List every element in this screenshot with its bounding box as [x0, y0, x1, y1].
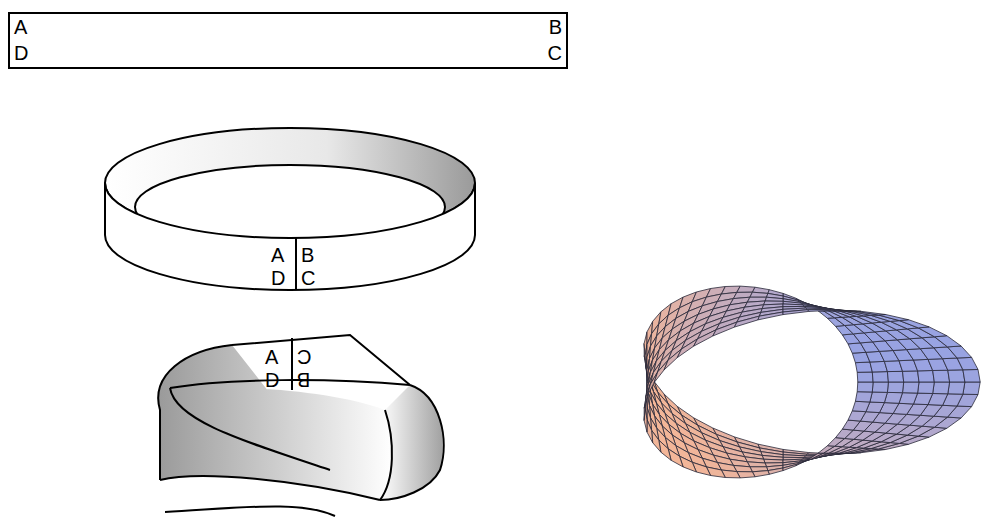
mesh-cell	[664, 349, 681, 370]
mesh-cell	[713, 322, 737, 336]
mesh-cell	[694, 330, 717, 347]
mesh-cell	[948, 346, 972, 358]
mesh-cell	[737, 286, 755, 292]
mesh-cell	[857, 382, 873, 392]
mesh-cell	[758, 312, 783, 320]
corner-letter: A	[265, 347, 278, 367]
mesh-cell	[654, 360, 668, 383]
mesh-cell	[872, 382, 888, 392]
mesh-cell	[935, 336, 962, 347]
mesh-cell	[783, 310, 809, 315]
mesh-cell	[856, 311, 886, 315]
mesh-cell	[652, 430, 661, 452]
mesh-cell	[948, 370, 965, 382]
mesh-cell	[647, 420, 653, 443]
mesh-cell	[887, 382, 903, 393]
mesh-cell	[857, 372, 873, 382]
mesh-cell	[918, 371, 935, 383]
mesh-cell	[933, 382, 950, 394]
paper-strip: AD BC	[8, 12, 568, 69]
moebius-surface	[644, 286, 980, 478]
corner-letter: B	[301, 245, 314, 265]
mesh-cell	[855, 362, 872, 372]
mesh-cell	[963, 370, 980, 383]
mesh-cell	[808, 453, 824, 460]
mesh-cell	[963, 382, 980, 395]
corner-letter: D	[14, 43, 28, 63]
mesh-cell	[832, 310, 861, 312]
ring-band	[105, 128, 475, 290]
mesh-cell	[903, 371, 920, 382]
corner-letter: B	[297, 370, 310, 390]
corner-letter: C	[301, 268, 315, 288]
corner-letter: A	[271, 245, 284, 265]
corner-letter: C	[297, 347, 311, 367]
mesh-cell	[852, 401, 870, 411]
corner-letter: C	[548, 43, 562, 63]
mesh-cell	[918, 382, 935, 394]
mesh-cell	[747, 462, 766, 467]
mesh-cell	[768, 468, 783, 474]
mesh-cell	[734, 316, 759, 327]
mesh-cell	[807, 310, 835, 312]
corner-letter: D	[271, 268, 285, 288]
mesh-cell	[848, 411, 866, 421]
corner-letter: A	[14, 17, 27, 37]
mesh-cell	[948, 382, 965, 394]
corner-letter: B	[549, 17, 562, 37]
mesh-cell	[750, 292, 768, 297]
mesh-cell	[918, 327, 947, 337]
moebius-sketch	[158, 335, 443, 516]
mesh-cell	[677, 339, 697, 358]
mesh-cell	[818, 446, 835, 454]
mesh-cell	[903, 382, 920, 393]
mesh-cell	[887, 371, 903, 382]
mesh-cell	[855, 392, 872, 402]
mesh-cell	[878, 315, 908, 321]
mesh-cell	[899, 320, 929, 328]
mesh-cell	[933, 370, 950, 382]
mesh-cell	[836, 429, 854, 438]
mesh-cell	[796, 459, 811, 466]
mesh-cell	[957, 357, 978, 369]
mesh-cell	[842, 420, 860, 430]
mesh-cell	[870, 392, 888, 403]
mesh-cell	[783, 464, 797, 471]
mesh-cell	[872, 372, 888, 382]
mesh-cell	[828, 438, 845, 447]
corner-letter: D	[265, 370, 279, 390]
